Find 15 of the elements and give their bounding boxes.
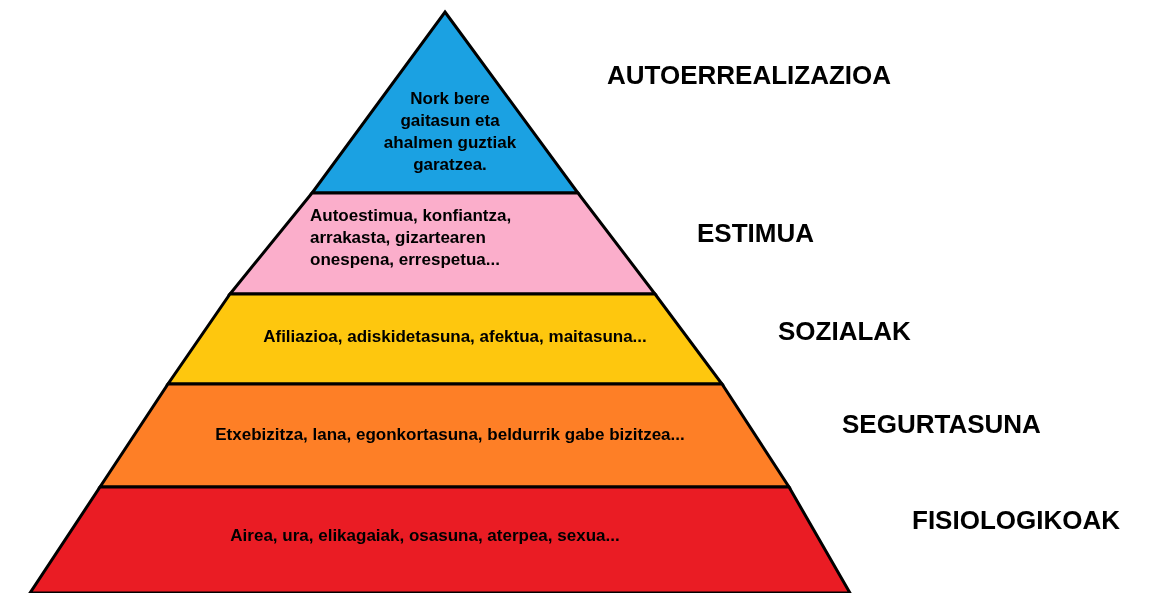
- pyramid-level: [312, 12, 578, 193]
- level-name: FISIOLOGIKOAK: [912, 504, 1120, 537]
- level-name: AUTOERREALIZAZIOA: [607, 59, 892, 92]
- pyramid-level: [230, 193, 655, 294]
- pyramid-level: [100, 384, 789, 487]
- level-description: Airea, ura, elikagaiak, osasuna, aterpea, sexua...: [229, 525, 621, 547]
- level-description: Autoestimua, konfiantza, arrakasta, gizartearen onespena, errespetua...: [310, 205, 513, 271]
- level-name: SEGURTASUNA: [842, 408, 1041, 441]
- level-description: Etxebizitza, lana, egonkortasuna, beldurrik gabe bizitzea...: [214, 424, 686, 446]
- pyramid-level: [168, 294, 722, 384]
- level-name: ESTIMUA: [697, 217, 814, 250]
- level-description: Afiliazioa, adiskidetasuna, afektua, maitasuna...: [262, 326, 648, 348]
- level-description: Nork bere gaitasun eta ahalmen guztiak garatzea.: [382, 88, 518, 176]
- level-name: SOZIALAK: [778, 315, 911, 348]
- pyramid-level: [30, 487, 850, 593]
